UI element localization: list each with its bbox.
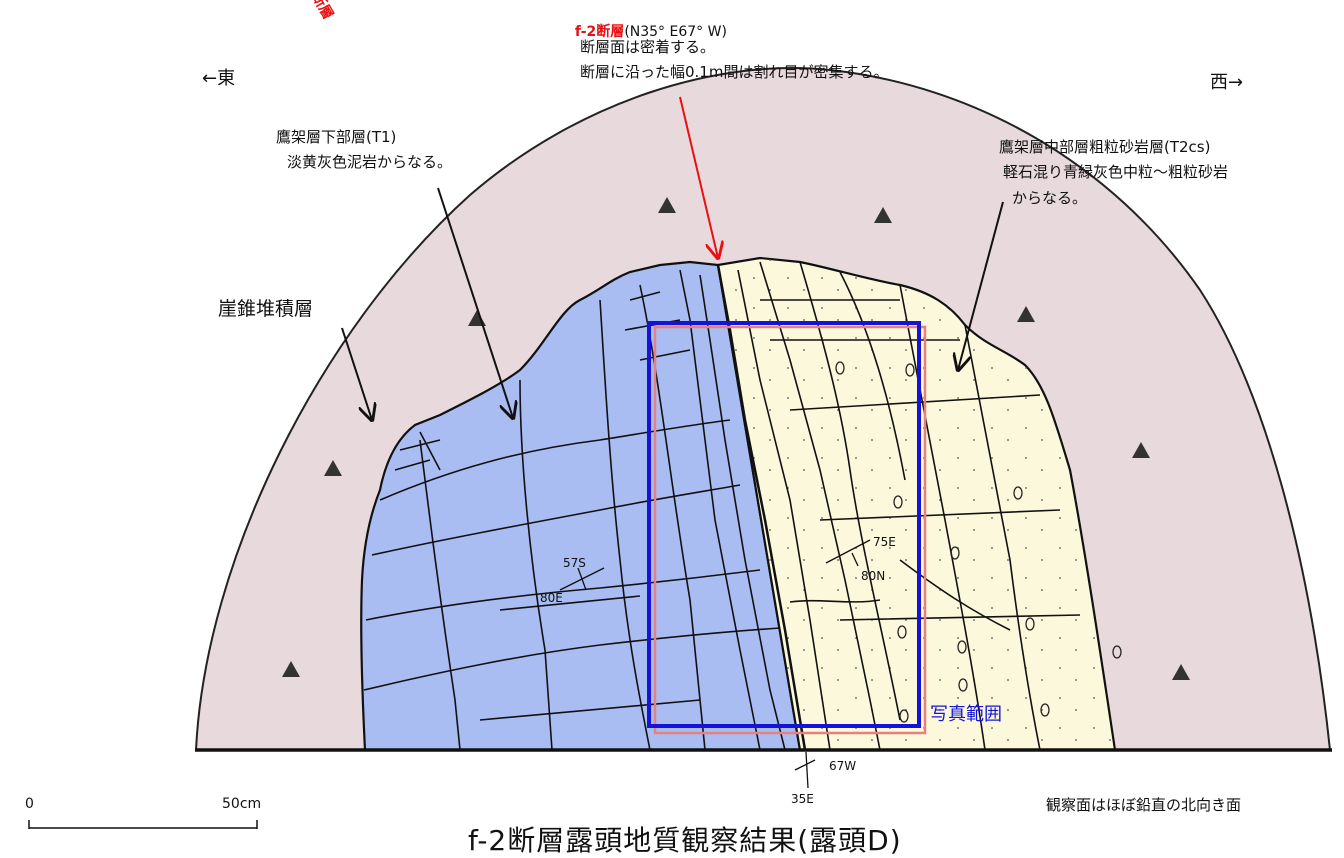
talus-symbols	[282, 197, 1190, 680]
lower-unit-desc: 淡黄灰色泥岩からなる。	[287, 153, 453, 171]
pumice-symbols	[835, 361, 1122, 723]
middle-unit-desc-1: 軽石混り青緑灰色中粒～粗粒砂岩	[1003, 163, 1229, 181]
fault-arrow	[679, 96, 718, 258]
fault-trace	[716, 264, 807, 751]
fault-attitude: (N35° E67° W)	[624, 23, 727, 40]
observation-note: 観察面はほぼ鉛直の北向き面	[1046, 796, 1242, 814]
fault-name: f-2断層	[574, 23, 625, 40]
attitude-symbols	[559, 539, 871, 789]
photo-range-frame	[647, 321, 921, 728]
lower-unit-name: 鷹架層下部層(T1)	[276, 128, 397, 146]
attitude-35E: 35E	[791, 792, 814, 806]
scale-bar	[28, 820, 258, 829]
direction-east: ←東	[202, 68, 236, 89]
lower-unit-mudstone	[360, 260, 802, 752]
lower-unit-arrow	[437, 187, 513, 418]
fault-note-1: 断層面は密着する。	[580, 38, 716, 56]
middle-unit-desc-2: からなる。	[1012, 189, 1088, 207]
photo-range-frame-red	[653, 325, 927, 735]
fault-note-2: 断層に沿った幅0.1m間は割れ目が密集する。	[580, 63, 889, 81]
scale-end: 50cm	[222, 796, 262, 812]
talus-arrow	[341, 327, 372, 420]
talus-label: 崖錐堆積層	[218, 298, 314, 320]
attitude-67W: 67W	[829, 759, 856, 773]
figure-title: f-2断層露頭地質観察結果(露頭D)	[468, 824, 902, 857]
attitude-80N: 80N	[861, 569, 885, 583]
attitude-57S: 57S	[563, 556, 586, 570]
attitude-75E: 75E	[873, 535, 896, 549]
middle-unit-arrow	[958, 201, 1004, 370]
direction-west: 西→	[1210, 72, 1244, 93]
middle-unit-name: 鷹架層中部層粗粒砂岩層(T2cs)	[999, 138, 1211, 156]
fault-heading: f-2断層(N35° E67° W)	[566, 6, 727, 41]
photo-range-label: 写真範囲	[930, 704, 1002, 725]
scale-zero: 0	[25, 796, 34, 812]
attitude-80E: 80E	[540, 591, 563, 605]
